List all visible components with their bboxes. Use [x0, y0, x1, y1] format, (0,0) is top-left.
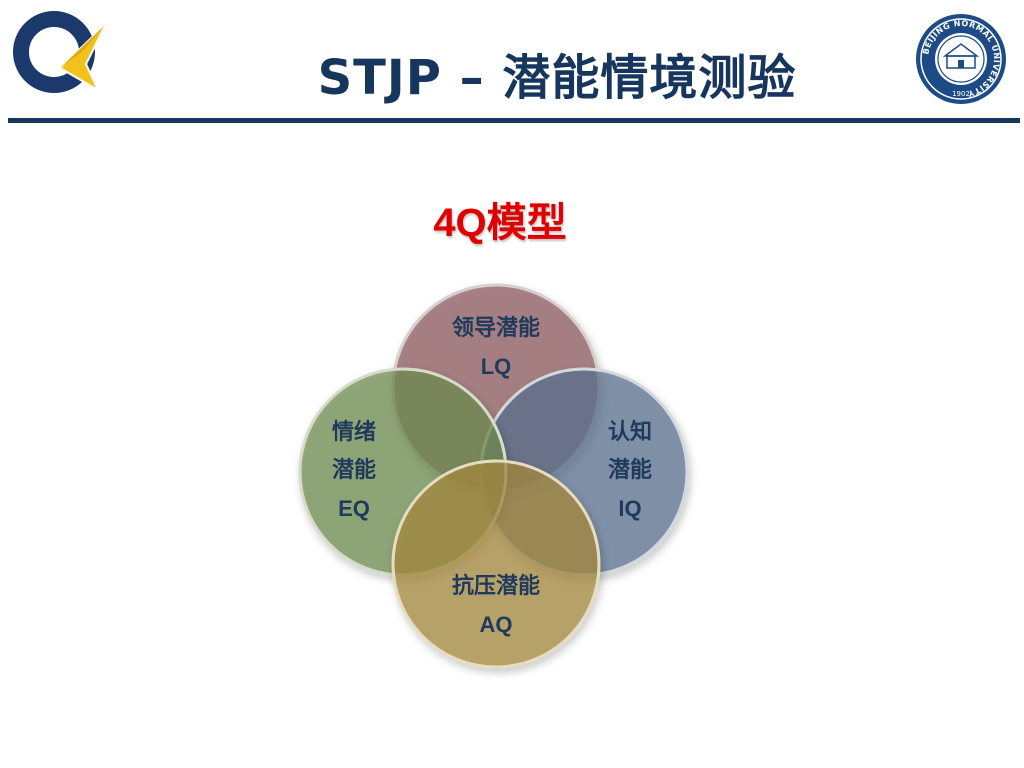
- model-title: 4Q模型: [0, 190, 1000, 248]
- label-iq-line2: 潜能: [607, 458, 652, 483]
- label-eq: 情绪 潜能 EQ: [294, 414, 414, 528]
- label-iq-line3: IQ: [618, 496, 642, 521]
- label-lq: 领导潜能 LQ: [436, 310, 556, 386]
- slide-header: STJP – 潜能情境测验 BEIJING NORMAL UNIVERSITY …: [0, 0, 1024, 128]
- model-title-suffix: 模型: [486, 200, 567, 246]
- university-seal-icon: BEIJING NORMAL UNIVERSITY 1902: [916, 14, 1006, 104]
- brand-logo-icon: [13, 11, 107, 93]
- label-eq-line3: EQ: [338, 496, 370, 521]
- label-iq: 认知 潜能 IQ: [570, 414, 690, 528]
- venn-svg: [298, 283, 689, 669]
- label-aq-line1: 抗压潜能: [451, 574, 540, 599]
- label-lq-line2: LQ: [480, 354, 512, 379]
- label-aq-line2: AQ: [479, 612, 513, 637]
- circle-aq: [391, 459, 601, 669]
- label-eq-line2: 潜能: [331, 458, 376, 483]
- label-eq-line1: 情绪: [331, 420, 376, 445]
- label-lq-line1: 领导潜能: [451, 316, 540, 341]
- page-title: STJP – 潜能情境测验: [317, 50, 797, 106]
- label-iq-line1: 认知: [607, 420, 652, 445]
- four-q-venn-diagram: 领导潜能 LQ 情绪 潜能 EQ 认知 潜能 IQ 抗压潜能 AQ: [290, 278, 700, 678]
- header-divider: [8, 118, 1020, 123]
- seal-year: 1902: [952, 90, 970, 98]
- model-title-prefix: 4Q: [433, 201, 487, 245]
- label-aq: 抗压潜能 AQ: [436, 568, 556, 644]
